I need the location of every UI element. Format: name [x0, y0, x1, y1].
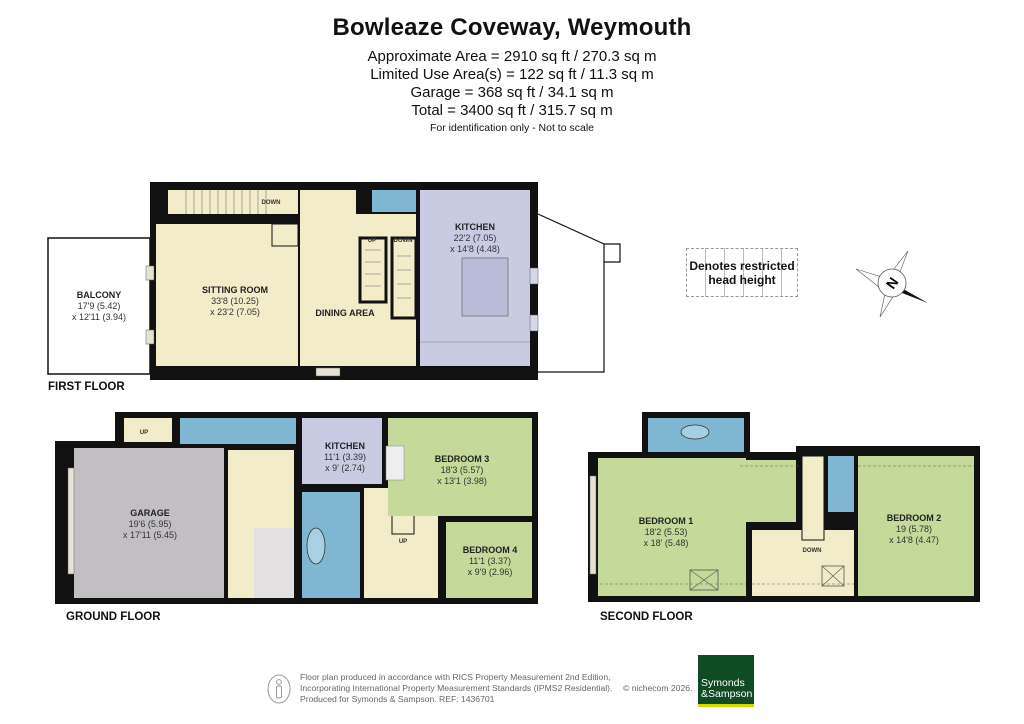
floor-label-ground: GROUND FLOOR: [66, 611, 161, 623]
room-label-sitting-room: SITTING ROOM: [202, 285, 268, 295]
room-dim-bedroom-2-1: 19 (5.78): [896, 524, 932, 534]
first-floor-plan: BALCONY 17'9 (5.42) x 12'11 (3.94) SITTI…: [47, 182, 621, 393]
store-room: [254, 528, 294, 598]
room-dim-kitchen-ground-1: 11'1 (3.39): [324, 452, 366, 462]
room-dim-sitting-room-1: 33'8 (10.25): [211, 296, 259, 306]
disclaimer-note: For identification only - Not to scale: [430, 122, 594, 134]
limited-use-area: Limited Use Area(s) = 122 sq ft / 11.3 s…: [370, 66, 654, 83]
stair-label-down-top: DOWN: [262, 200, 281, 206]
kitchen-ground-floor: [302, 418, 382, 484]
room-dim-bedroom-4-1: 11'1 (3.37): [469, 556, 511, 566]
approximate-area: Approximate Area = 2910 sq ft / 270.3 sq…: [367, 48, 657, 65]
brand-line-2: &Sampson: [701, 688, 753, 700]
garage-door: [67, 467, 75, 575]
room-dim-kitchen-first-2: x 14'8 (4.48): [450, 244, 500, 254]
stairs-up: [358, 236, 388, 304]
room-label-dining-area: DINING AREA: [315, 308, 375, 318]
total-area: Total = 3400 sq ft / 315.7 sq m: [411, 102, 613, 119]
balcony-area: [47, 237, 151, 375]
page-title: Bowleaze Coveway, Weymouth: [332, 14, 692, 41]
restricted-height-legend: Denotes restricted head height: [686, 248, 798, 297]
area-summary: Approximate Area = 2910 sq ft / 270.3 sq…: [0, 48, 1024, 120]
bedroom-1: [598, 458, 746, 596]
room-label-bedroom-3: BEDROOM 3: [435, 454, 490, 464]
room-label-kitchen-first: KITCHEN: [455, 222, 495, 232]
footer-line-1: Floor plan produced in accordance with R…: [300, 672, 611, 682]
second-floor-stairs: [801, 455, 825, 541]
room-dim-balcony-1: 17'9 (5.42): [78, 301, 121, 311]
room-label-kitchen-ground: KITCHEN: [325, 441, 365, 451]
legend-line-2: head height: [708, 272, 776, 287]
ground-floor-plan: GARAGE 19'6 (5.95) x 17'11 (5.45) KITCHE…: [55, 405, 538, 623]
landing-stairs: [168, 190, 298, 214]
room-dim-sitting-room-2: x 23'2 (7.05): [210, 307, 260, 317]
room-label-garage: GARAGE: [130, 508, 170, 518]
floor-label-first: FIRST FLOOR: [48, 381, 125, 393]
bedroom-4: [446, 522, 532, 598]
room-dim-kitchen-ground-2: x 9' (2.74): [325, 463, 365, 473]
room-label-bedroom-1: BEDROOM 1: [639, 516, 694, 526]
garage-area: Garage = 368 sq ft / 34.1 sq m: [410, 84, 614, 101]
second-floor-plan: BEDROOM 1 18'2 (5.53) x 18' (5.48) BEDRO…: [588, 412, 980, 623]
stair-label-up-garage: UP: [140, 430, 148, 436]
room-dim-garage-1: 19'6 (5.95): [129, 519, 172, 529]
room-dim-kitchen-first-1: 22'2 (7.05): [454, 233, 497, 243]
kitchen-island: [461, 257, 509, 317]
garage-stairs: [124, 418, 172, 442]
stair-label-down-second: DOWN: [803, 548, 822, 554]
floor-label-second: SECOND FLOOR: [600, 611, 693, 623]
footer-text: Floor plan produced in accordance with R…: [300, 672, 612, 705]
room-dim-bedroom-3-1: 18'3 (5.57): [441, 465, 484, 475]
person-scale-icon: [267, 674, 291, 704]
room-dim-garage-2: x 17'11 (5.45): [123, 530, 177, 540]
legend-line-1: Denotes restricted: [689, 258, 795, 273]
bedroom-3: [388, 418, 532, 516]
sitting-room: [156, 224, 298, 366]
room-dim-bedroom-4-2: x 9'9 (2.96): [468, 567, 513, 577]
stairs-down: [390, 236, 418, 320]
compass-icon: N: [855, 250, 928, 318]
landing-second: [752, 530, 854, 596]
room-dim-bedroom-3-2: x 13'1 (3.98): [437, 476, 487, 486]
wc-room: [372, 190, 416, 212]
footer-line-2: Incorporating International Property Mea…: [300, 683, 613, 693]
brand-line-1: Symonds: [701, 677, 745, 689]
room-dim-bedroom-1-1: 18'2 (5.53): [645, 527, 688, 537]
stair-label-up-ground: UP: [399, 539, 407, 545]
stair-label-down: DOWN: [394, 238, 413, 244]
utility-room: [180, 418, 296, 444]
room-label-bedroom-4: BEDROOM 4: [463, 545, 518, 555]
room-label-balcony: BALCONY: [77, 290, 122, 300]
room-dim-bedroom-1-2: x 18' (5.48): [644, 538, 689, 548]
footer-line-3: Produced for Symonds & Sampson. REF: 143…: [300, 694, 495, 704]
garage: [74, 448, 224, 598]
dining-area: [300, 190, 356, 366]
dressing-area: [732, 460, 796, 522]
room-label-bedroom-2: BEDROOM 2: [887, 513, 942, 523]
stair-label-up: UP: [368, 238, 376, 244]
brand-logo: Symonds &Sampson: [698, 655, 754, 707]
shower-room: [828, 456, 854, 512]
corner-stairs: [271, 223, 299, 247]
bedroom-2: [858, 456, 974, 596]
copyright: © nichecom 2026.: [623, 683, 693, 693]
room-dim-balcony-2: x 12'11 (3.94): [72, 312, 126, 322]
room-dim-bedroom-2-2: x 14'8 (4.47): [889, 535, 939, 545]
